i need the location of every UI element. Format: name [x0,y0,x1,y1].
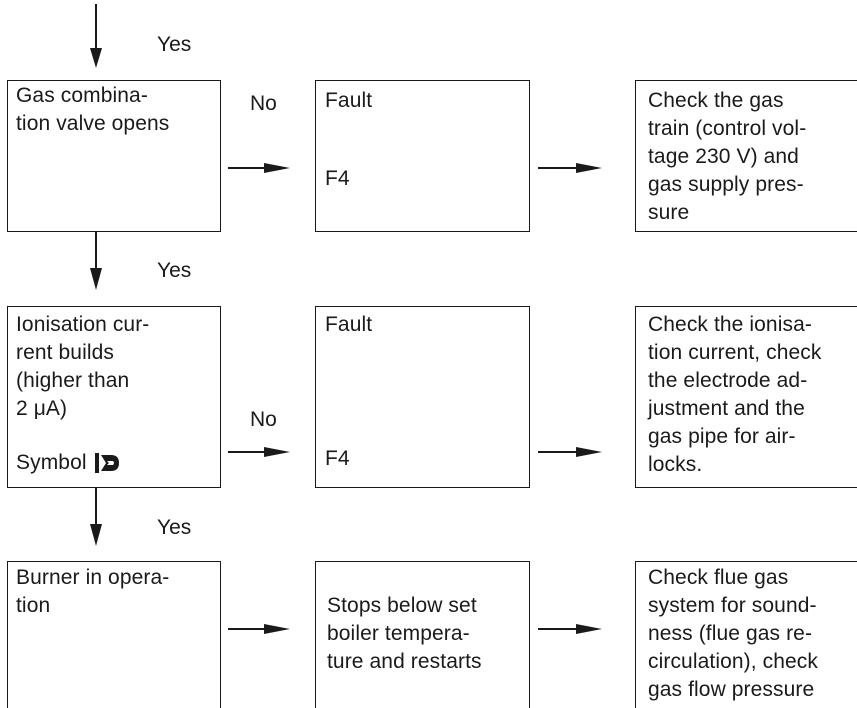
condition-text-ionisation: Ionisation cur- rent builds (higher than… [16,313,150,420]
remedy-text-ionisation: Check the ionisa- tion current, check th… [648,313,822,476]
yes-label-3: Yes [157,516,192,539]
condition-text-burner: Burner in opera- tion [16,566,170,617]
remedy-box-flue-gas: Check flue gas system for sound- ness (f… [635,561,857,708]
fault-code-2: F4 [325,447,350,470]
fault-title-1: Fault [325,89,373,112]
condition-box-burner: Burner in opera- tion [7,561,221,708]
condition-text-gas-valve: Gas combina- tion valve opens [16,84,170,135]
yes-label-1: Yes [157,33,192,56]
remedy-text-gas-train: Check the gas train (control vol- tage 2… [648,89,807,224]
down-arrow-1 [90,4,102,68]
right-arrow-r2-b [538,447,602,457]
remedy-box-gas-train: Check the gas train (control vol- tage 2… [635,80,857,232]
result-box-restart: Stops below set boiler tempera- ture and… [315,561,530,708]
no-label-2: No [250,408,277,431]
symbol-row: Symbol [16,449,121,477]
condition-box-ionisation: Ionisation cur- rent builds (higher than… [7,306,221,488]
right-arrow-r3-b [538,624,602,634]
down-arrow-3 [90,488,102,546]
right-arrow-r2-a [228,447,290,457]
fault-box-2: Fault F4 [315,306,530,488]
right-arrow-r1-a [228,163,290,173]
fault-title-2: Fault [325,313,373,336]
symbol-label: Symbol [16,451,87,474]
no-label-1: No [250,92,277,115]
fault-code-1: F4 [325,167,350,190]
remedy-text-flue-gas: Check flue gas system for sound- ness (f… [648,566,818,701]
flame-symbol-icon [94,453,121,473]
remedy-box-ionisation: Check the ionisa- tion current, check th… [635,306,857,488]
fault-box-1: Fault F4 [315,80,530,232]
right-arrow-r3-a [228,624,290,634]
result-text-restart: Stops below set boiler tempera- ture and… [327,594,482,673]
condition-box-gas-valve: Gas combina- tion valve opens [7,80,221,232]
yes-label-2: Yes [157,259,192,282]
down-arrow-2 [90,232,102,290]
right-arrow-r1-b [538,163,602,173]
